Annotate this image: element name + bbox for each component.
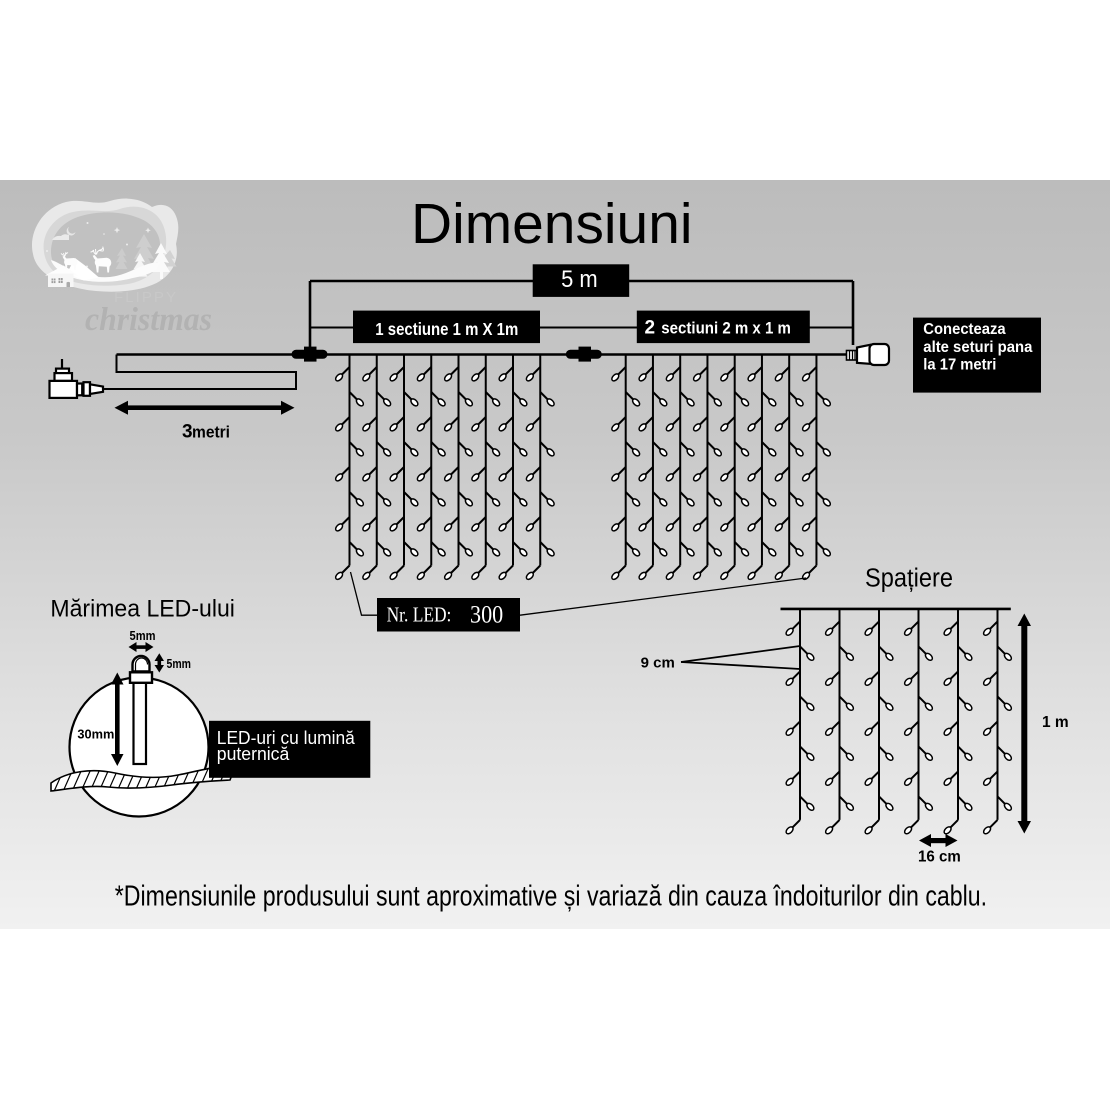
svg-text:Nr. LED:: Nr. LED: <box>387 603 452 627</box>
svg-text:16 cm: 16 cm <box>918 849 961 866</box>
svg-text:Dimensiuni: Dimensiuni <box>411 192 693 256</box>
svg-text:1 sectiune 1 m X 1m: 1 sectiune 1 m X 1m <box>375 319 518 339</box>
svg-text:puternică: puternică <box>217 744 290 764</box>
svg-text:30mm: 30mm <box>77 727 114 742</box>
svg-text:5mm: 5mm <box>130 629 156 643</box>
svg-text:3: 3 <box>182 422 193 443</box>
svg-text:la 17 metri: la 17 metri <box>923 356 996 373</box>
svg-text:FLIPPY: FLIPPY <box>114 289 179 306</box>
svg-text:5 m: 5 m <box>561 266 598 293</box>
svg-text:LED-uri cu lumină: LED-uri cu lumină <box>217 728 356 748</box>
svg-text:1 m: 1 m <box>1042 714 1069 731</box>
svg-text:alte seturi pana: alte seturi pana <box>923 339 1032 356</box>
svg-text:metri: metri <box>192 423 230 442</box>
svg-text:9 cm: 9 cm <box>641 655 675 672</box>
svg-text:2: 2 <box>645 318 656 339</box>
svg-text:Conecteaza: Conecteaza <box>923 321 1006 338</box>
svg-text:300: 300 <box>470 601 503 628</box>
svg-text:christmas: christmas <box>85 302 212 338</box>
svg-text:5mm: 5mm <box>167 657 192 671</box>
svg-text:sectiuni 2 m x 1 m: sectiuni 2 m x 1 m <box>661 320 791 338</box>
svg-text:*Dimensiunile produsului sunt: *Dimensiunile produsului sunt aproximati… <box>115 881 987 913</box>
svg-text:Mărimea LED-ului: Mărimea LED-ului <box>50 596 235 623</box>
svg-text:Spațiere: Spațiere <box>865 565 953 593</box>
